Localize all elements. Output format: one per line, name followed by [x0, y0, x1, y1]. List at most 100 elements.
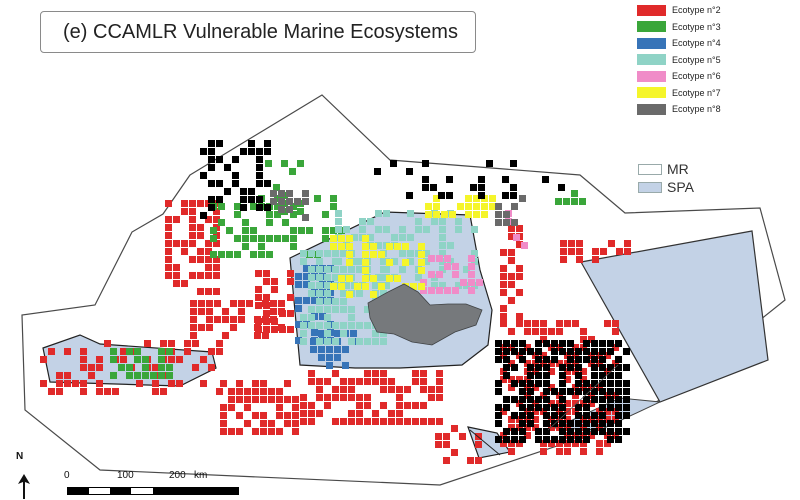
ecotype-cell	[222, 308, 229, 315]
ecotype-cell	[495, 420, 502, 427]
ecotype-cell	[624, 248, 631, 255]
ecotype-cell	[572, 352, 579, 359]
ecotype-cell	[455, 218, 462, 225]
ecotype-cell	[213, 240, 220, 247]
ecotype-cell	[240, 188, 247, 195]
ecotype-cell	[190, 300, 197, 307]
ecotype-cell	[330, 195, 337, 202]
ecotype-cell	[287, 278, 294, 285]
ecotype-cell	[308, 410, 315, 417]
ecotype-cell	[436, 378, 443, 385]
ecotype-cell	[375, 274, 382, 281]
ecotype-cell	[572, 360, 579, 367]
ecotype-cell	[463, 266, 470, 273]
ecotype-cell	[40, 356, 47, 363]
ecotype-cell	[197, 224, 204, 231]
ecotype-cell	[423, 250, 430, 257]
ecotype-cell	[564, 360, 571, 367]
ecotype-cell	[252, 396, 259, 403]
ecotype-cell	[596, 448, 603, 455]
ecotype-cell	[567, 364, 574, 371]
ecotype-cell	[308, 378, 315, 385]
ecotype-cell	[511, 436, 518, 443]
ecotype-cell	[532, 352, 539, 359]
ecotype-cell	[332, 322, 339, 329]
ecotype-cell	[295, 297, 302, 304]
ecotype-cell	[380, 330, 387, 337]
ecotype-cell	[120, 348, 127, 355]
ecotype-cell	[575, 364, 582, 371]
ecotype-cell	[80, 380, 87, 387]
ecotype-cell	[510, 160, 517, 167]
ecotype-cell	[535, 372, 542, 379]
ecotype-cell	[218, 203, 225, 210]
ecotype-cell	[428, 386, 435, 393]
ecotype-cell	[232, 156, 239, 163]
ecotype-cell	[404, 402, 411, 409]
ecotype-cell	[443, 457, 450, 464]
ecotype-cell	[356, 290, 363, 297]
ecotype-cell	[242, 243, 249, 250]
ecotype-cell	[388, 378, 395, 385]
ecotype-cell	[80, 364, 87, 371]
ecotype-cell	[380, 418, 387, 425]
ecotype-cell	[332, 338, 339, 345]
ecotype-cell	[260, 412, 267, 419]
ecotype-cell	[316, 282, 323, 289]
ecotype-cell	[306, 227, 313, 234]
ecotype-cell	[527, 372, 534, 379]
ecotype-cell	[519, 412, 526, 419]
ecotype-cell	[604, 320, 611, 327]
ecotype-cell	[436, 287, 443, 294]
ecotype-cell	[583, 428, 590, 435]
ecotype-cell	[607, 428, 614, 435]
ecotype-cell	[543, 340, 550, 347]
ecotype-cell	[575, 436, 582, 443]
ecotype-cell	[380, 370, 387, 377]
ecotype-cell	[326, 362, 333, 369]
ecotype-cell	[564, 448, 571, 455]
ecotype-cell	[268, 420, 275, 427]
ecotype-cell	[551, 356, 558, 363]
ecotype-cell	[184, 340, 191, 347]
ecotype-cell	[551, 436, 558, 443]
ecotype-cell	[516, 400, 523, 407]
ecotype-cell	[500, 281, 507, 288]
ecotype-cell	[324, 298, 331, 305]
ecotype-cell	[532, 384, 539, 391]
ecotype-cell	[500, 352, 507, 359]
ecotype-cell	[418, 243, 425, 250]
ecotype-cell	[560, 248, 567, 255]
ecotype-cell	[356, 418, 363, 425]
ecotype-cell	[356, 322, 363, 329]
ecotype-cell	[165, 272, 172, 279]
ecotype-cell	[571, 198, 578, 205]
ecotype-cell	[330, 235, 337, 242]
ecotype-cell	[500, 408, 507, 415]
ecotype-cell	[334, 354, 341, 361]
ecotype-cell	[449, 211, 456, 218]
ecotype-cell	[532, 320, 539, 327]
ecotype-cell	[246, 300, 253, 307]
ecotype-cell	[308, 402, 315, 409]
ecotype-cell	[214, 300, 221, 307]
ecotype-cell	[276, 388, 283, 395]
ecotype-cell	[266, 251, 273, 258]
ecotype-cell	[532, 424, 539, 431]
ecotype-cell	[142, 356, 149, 363]
ecotype-cell	[465, 203, 472, 210]
ecotype-cell	[338, 243, 345, 250]
ecotype-cell	[600, 248, 607, 255]
ecotype-cell	[262, 316, 269, 323]
ecotype-cell	[471, 250, 478, 257]
ecotype-cell	[420, 386, 427, 393]
ecotype-cell	[495, 404, 502, 411]
legend-item: Ecotype n°3	[637, 19, 721, 36]
ecotype-cell	[300, 338, 307, 345]
ecotype-cell	[415, 218, 422, 225]
ecotype-cell	[572, 432, 579, 439]
ecotype-cell	[612, 344, 619, 351]
ecotype-cell	[316, 306, 323, 313]
ecotype-cell	[198, 300, 205, 307]
ecotype-cell	[465, 211, 472, 218]
